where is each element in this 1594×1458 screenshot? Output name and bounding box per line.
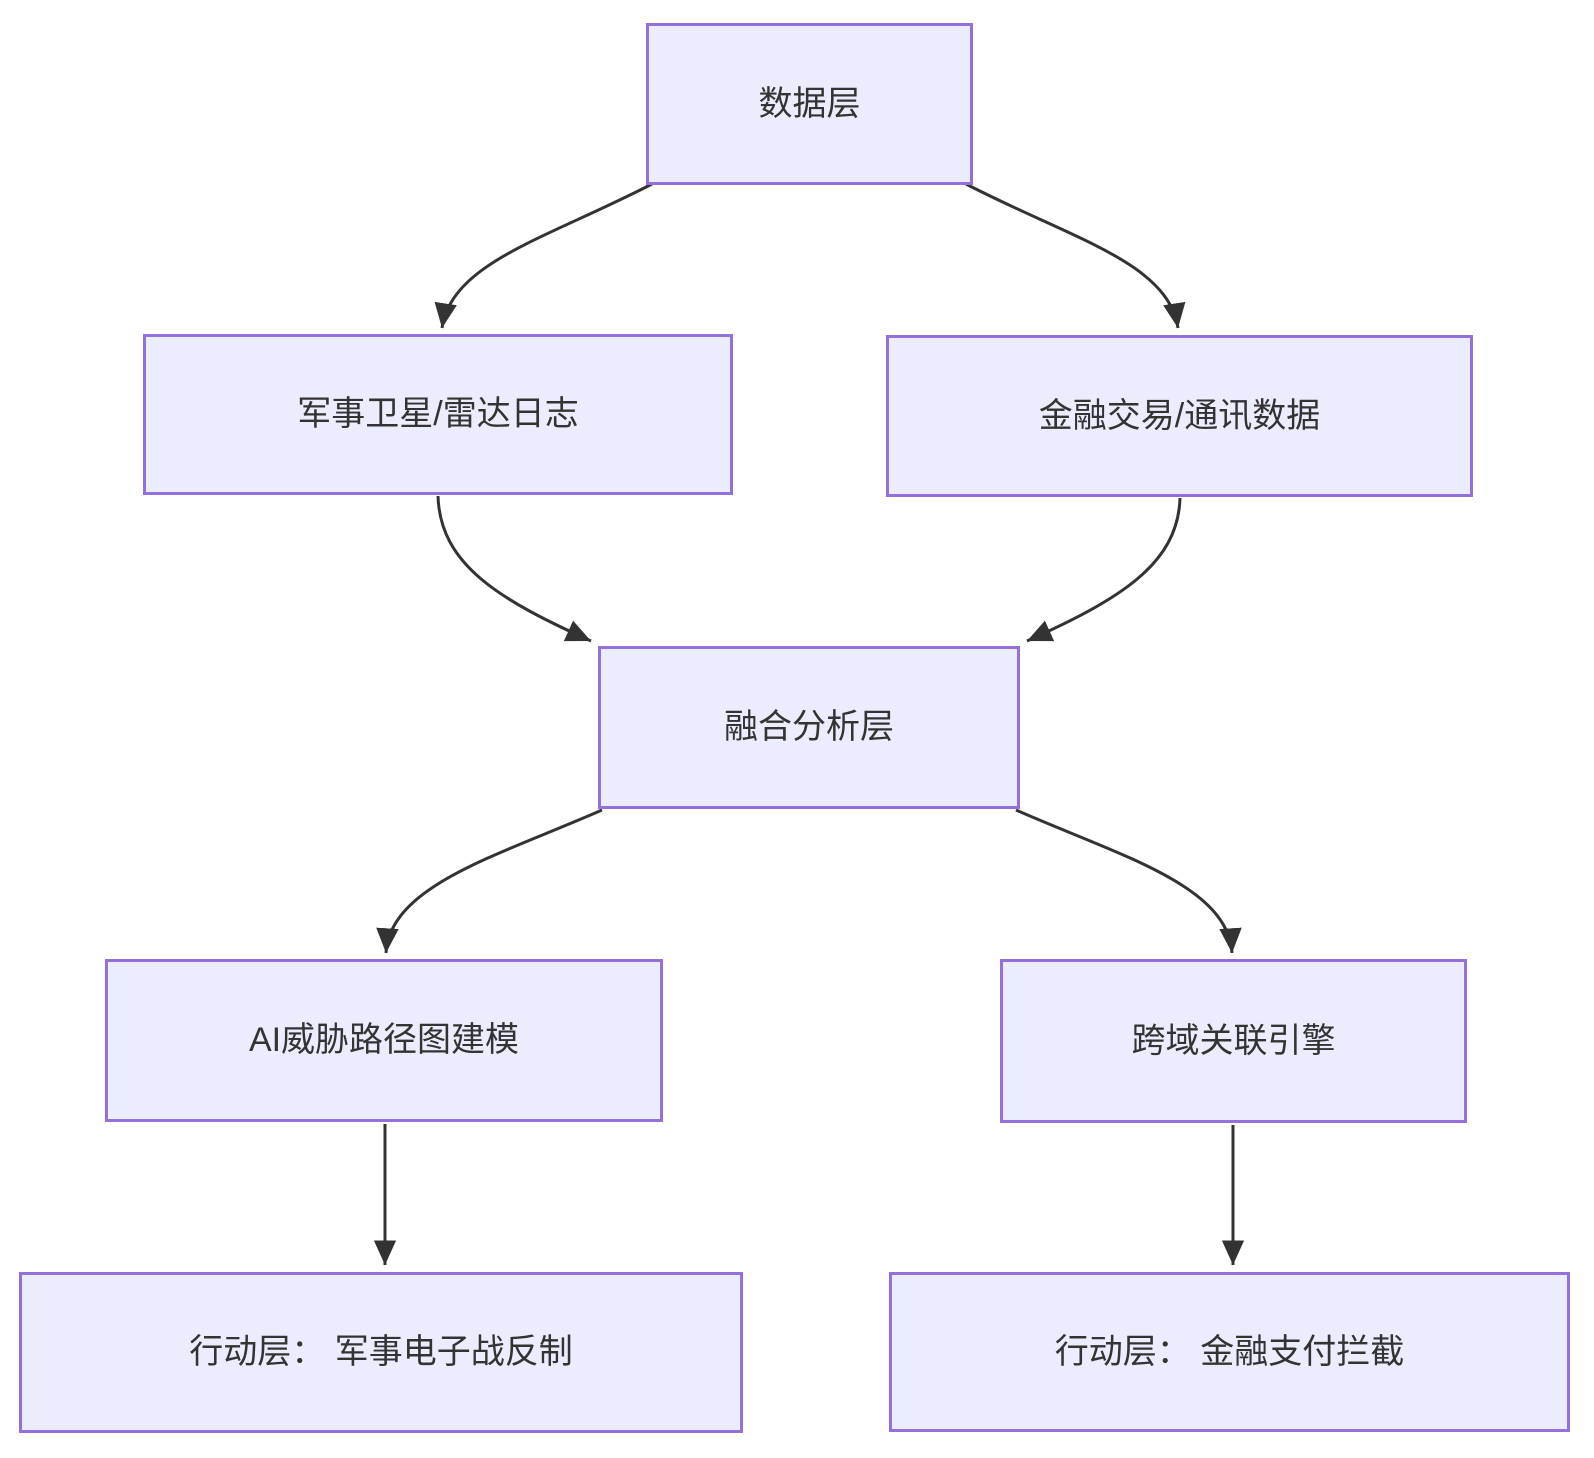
node-ai-threat-model: AI威胁路径图建模: [105, 959, 663, 1122]
node-cross-domain-engine: 跨域关联引擎: [1000, 959, 1467, 1123]
edge-military-logs-to-fusion-layer: [436, 495, 592, 643]
edge-data-layer-to-finance-data: [965, 182, 1186, 329]
node-finance-data: 金融交易/通讯数据: [886, 335, 1473, 497]
node-cross-domain-engine-label: 跨域关联引擎: [1131, 1021, 1336, 1060]
node-data-layer-label: 数据层: [758, 84, 861, 123]
node-action-military: 行动层： 军事电子战反制: [19, 1272, 743, 1433]
node-fusion-layer: 融合分析层: [598, 646, 1020, 809]
node-military-logs: 军事卫星/雷达日志: [143, 334, 733, 495]
node-ai-threat-model-label: AI威胁路径图建模: [248, 1021, 520, 1060]
node-action-military-label: 行动层： 军事电子战反制: [189, 1333, 573, 1372]
node-fusion-layer-label: 融合分析层: [724, 708, 894, 747]
node-action-finance: 行动层： 金融支付拦截: [889, 1272, 1570, 1432]
node-action-finance-label: 行动层： 金融支付拦截: [1054, 1332, 1405, 1371]
edge-fusion-layer-to-ai-threat-model: [376, 808, 603, 954]
node-data-layer: 数据层: [646, 23, 973, 185]
edge-fusion-layer-to-cross-domain-engine: [1015, 808, 1242, 954]
node-finance-data-label: 金融交易/通讯数据: [1038, 396, 1321, 435]
edge-data-layer-to-military-logs: [434, 182, 653, 329]
node-military-logs-label: 军事卫星/雷达日志: [297, 395, 579, 434]
edge-finance-data-to-fusion-layer: [1026, 497, 1182, 643]
